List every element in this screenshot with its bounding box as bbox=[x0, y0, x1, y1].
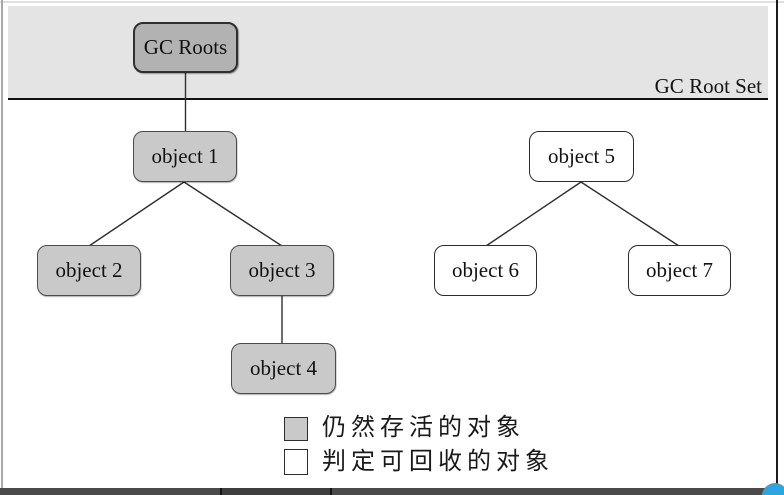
edge-object1-object3 bbox=[183, 181, 283, 247]
scrollbar-thumb[interactable] bbox=[220, 488, 332, 495]
node-object2-label: object 2 bbox=[55, 258, 123, 282]
node-object6-label: object 6 bbox=[451, 258, 520, 282]
bottom-scrollbar[interactable] bbox=[0, 488, 784, 495]
node-object3-label: object 3 bbox=[248, 258, 316, 282]
node-object1-label: object 1 bbox=[151, 144, 219, 168]
edge-object1-object2 bbox=[88, 181, 185, 247]
edge-object5-object6 bbox=[485, 181, 582, 247]
node-object7: object 7 bbox=[628, 245, 731, 296]
legend-swatch-collectible bbox=[284, 449, 308, 475]
node-gc-roots: GC Roots bbox=[133, 22, 238, 73]
page-right-edge bbox=[776, 0, 778, 489]
node-object4: object 4 bbox=[231, 343, 336, 394]
node-object1: object 1 bbox=[133, 131, 237, 182]
gc-root-set-label: GC Root Set bbox=[654, 74, 762, 98]
legend-swatch-alive bbox=[284, 417, 308, 441]
node-object5: object 5 bbox=[529, 131, 634, 182]
node-object7-label: object 7 bbox=[645, 258, 714, 282]
page-left-edge bbox=[1, 0, 3, 488]
node-object3: object 3 bbox=[230, 245, 334, 296]
node-object2: object 2 bbox=[37, 245, 141, 296]
node-object4-label: object 4 bbox=[249, 356, 318, 380]
gc-root-set-divider-line bbox=[8, 98, 768, 100]
edge-object5-object7 bbox=[580, 181, 680, 247]
legend-label-alive: 仍然存活的对象 bbox=[322, 415, 525, 441]
page-top-edge bbox=[0, 1, 784, 3]
resize-handle[interactable] bbox=[762, 483, 784, 495]
legend-label-collectible: 判定可回收的对象 bbox=[322, 449, 554, 475]
node-object6: object 6 bbox=[434, 245, 537, 296]
node-gc-roots-label: GC Roots bbox=[143, 35, 228, 59]
node-object5-label: object 5 bbox=[547, 144, 616, 168]
